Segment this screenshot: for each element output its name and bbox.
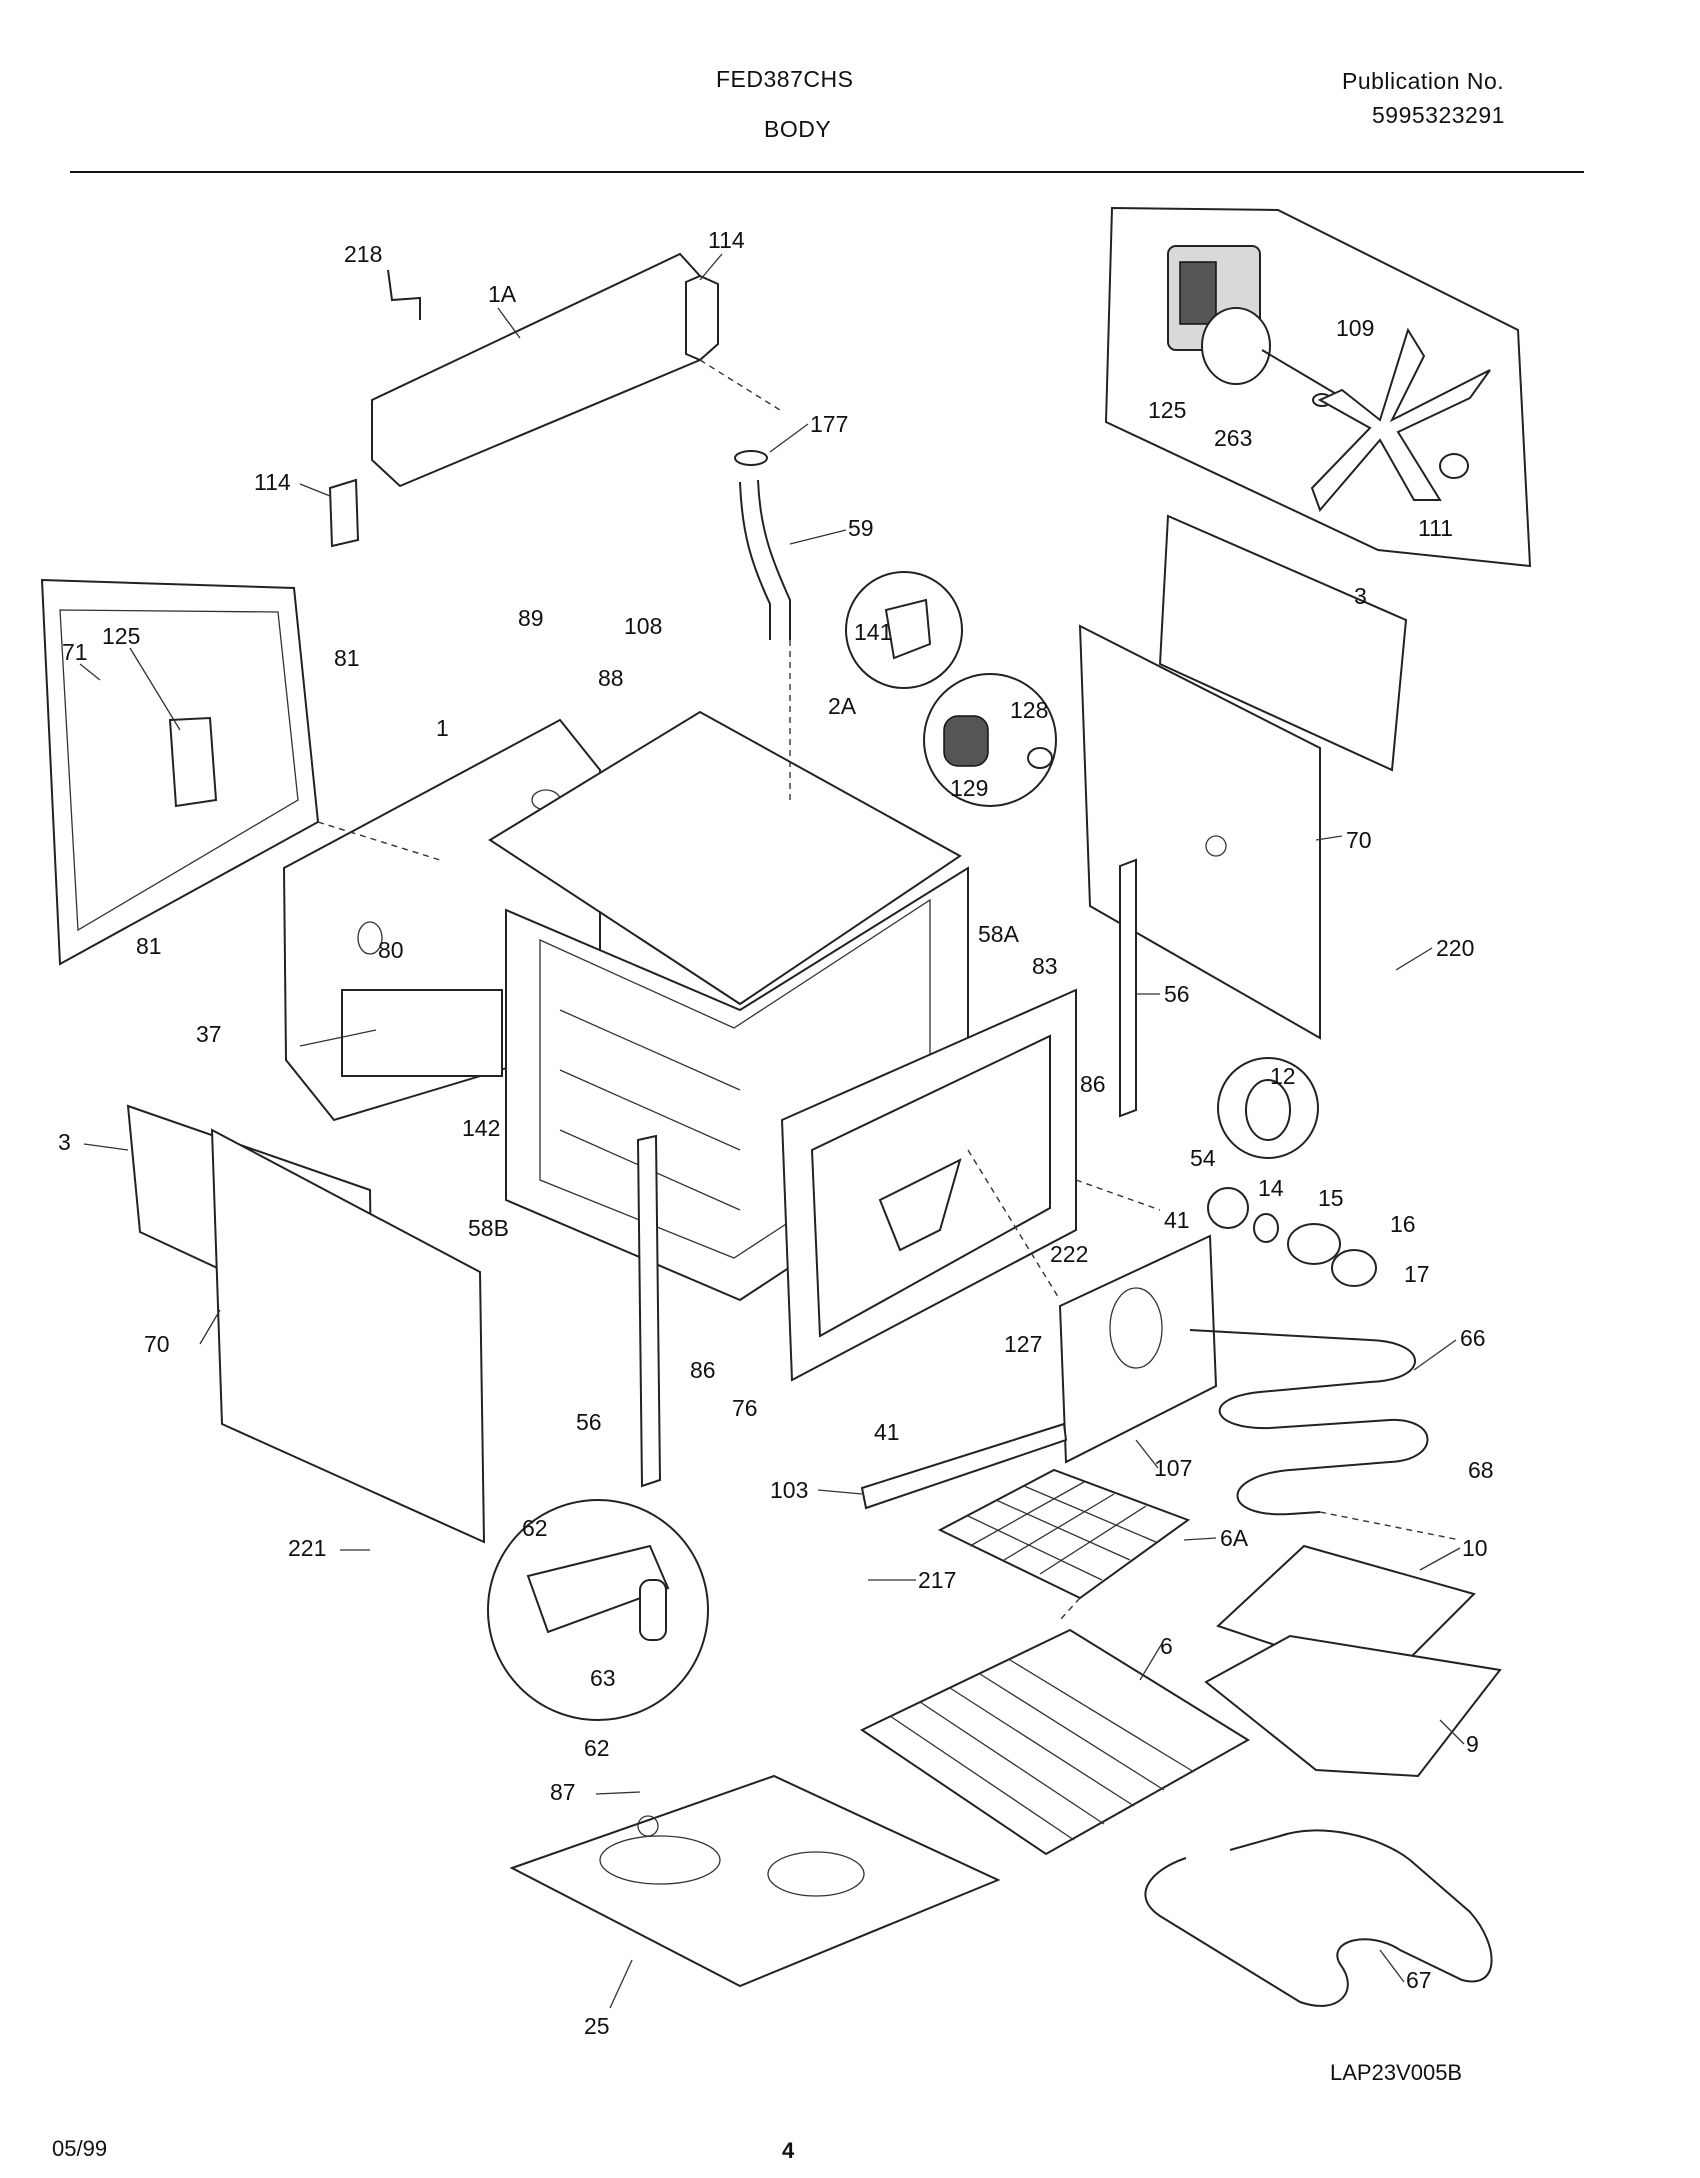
callout: 114 (708, 227, 745, 253)
element-panel-107 (1058, 1234, 1218, 1464)
callout: 2A (828, 693, 857, 719)
callout: 217 (918, 1567, 956, 1593)
callout: 88 (598, 665, 624, 691)
callout: 86 (1080, 1071, 1106, 1097)
callout: 111 (1418, 515, 1453, 541)
bottom-panel-25 (509, 1774, 1001, 1988)
callout: 142 (462, 1115, 500, 1141)
callout: 80 (378, 937, 404, 963)
callout: 141 (854, 619, 892, 645)
callout: 128 (1010, 697, 1048, 723)
callout: 222 (1050, 1241, 1088, 1267)
callout: 76 (732, 1395, 758, 1421)
model-number: FED387CHS (716, 66, 854, 92)
callout: 67 (1406, 1967, 1432, 1993)
callout: 263 (1214, 425, 1252, 451)
callout: 218 (344, 241, 382, 267)
callout: 41 (1164, 1207, 1190, 1233)
callout: 59 (848, 515, 874, 541)
motor-fan-inset (1104, 206, 1532, 568)
callout: 177 (810, 411, 848, 437)
detail-circle-141 (845, 571, 963, 689)
publication-date: 05/99 (52, 2136, 108, 2161)
callout: 1A (488, 281, 517, 307)
callout: 108 (624, 613, 662, 639)
callout: 89 (518, 605, 544, 631)
callout: 16 (1390, 1211, 1416, 1237)
callout: 12 (1270, 1063, 1296, 1089)
publication-label: Publication No. (1342, 68, 1505, 94)
callout: 17 (1404, 1261, 1430, 1287)
callout: 125 (102, 623, 140, 649)
callout: 87 (550, 1779, 576, 1805)
callout: 10 (1462, 1535, 1488, 1561)
callout: 56 (576, 1409, 602, 1435)
callout: 81 (136, 933, 162, 959)
broil-pan (1204, 1544, 1502, 1778)
callout: 25 (584, 2013, 610, 2039)
rack-6a (937, 1468, 1191, 1600)
drawing-code: LAP23V005B (1330, 2060, 1463, 2085)
callout: 103 (770, 1477, 808, 1503)
callout: 58A (978, 921, 1020, 947)
back-panel-1a (328, 252, 719, 548)
callout: 129 (950, 775, 988, 801)
light-assembly (1207, 1187, 1377, 1287)
callout: 125 (1148, 397, 1186, 423)
leader-lines (79, 253, 1465, 2009)
oven-rack-6 (859, 1628, 1250, 1856)
vent-strip-103 (860, 1422, 1068, 1510)
vent-hose (734, 450, 791, 640)
callout: 6 (1160, 1633, 1173, 1659)
section-title: BODY (764, 116, 832, 142)
callout: 9 (1466, 1731, 1479, 1757)
callout: 58B (468, 1215, 509, 1241)
front-frame-76 (780, 988, 1077, 1382)
publication-number: 5995323291 (1372, 102, 1505, 128)
callout: 109 (1336, 315, 1374, 341)
callout: 127 (1004, 1331, 1042, 1357)
callout: 81 (334, 645, 360, 671)
callout: 221 (288, 1535, 326, 1561)
callout: 107 (1154, 1455, 1192, 1481)
callout: 114 (254, 469, 291, 495)
page-number: 4 (782, 2138, 795, 2163)
detail-circle-12 (1217, 1057, 1319, 1159)
right-side-panel-70 (1078, 514, 1408, 1040)
callout-labels: 218 1A 114 114 177 59 125 109 263 111 71… (58, 227, 1494, 2039)
callout: 56 (1164, 981, 1190, 1007)
callout: 37 (196, 1021, 222, 1047)
callout: 70 (1346, 827, 1372, 853)
bake-element-66 (1189, 1329, 1429, 1516)
callout: 68 (1468, 1457, 1494, 1483)
callout: 71 (62, 639, 88, 665)
callout: 1 (436, 715, 449, 741)
callout: 15 (1318, 1185, 1344, 1211)
detail-circle-129 (923, 673, 1057, 807)
callout: 220 (1436, 935, 1474, 961)
callout: 62 (522, 1515, 548, 1541)
strip-56-left (636, 1134, 662, 1488)
callout: 54 (1190, 1145, 1216, 1171)
side-panel-71 (40, 578, 320, 966)
callout: 63 (590, 1665, 616, 1691)
detail-circle-62 (487, 1499, 709, 1721)
callout: 70 (144, 1331, 170, 1357)
callout: 14 (1258, 1175, 1284, 1201)
header-rule (70, 171, 1584, 173)
callout: 62 (584, 1735, 610, 1761)
callout: 83 (1032, 953, 1058, 979)
callout: 41 (874, 1419, 900, 1445)
callout: 3 (1354, 583, 1367, 609)
callout: 6A (1220, 1525, 1249, 1551)
callout: 86 (690, 1357, 716, 1383)
strip-56-right (1119, 858, 1137, 1118)
broil-element-67 (1144, 1829, 1493, 2007)
callout: 3 (58, 1129, 71, 1155)
left-back-panels (126, 1104, 486, 1544)
callout: 66 (1460, 1325, 1486, 1351)
